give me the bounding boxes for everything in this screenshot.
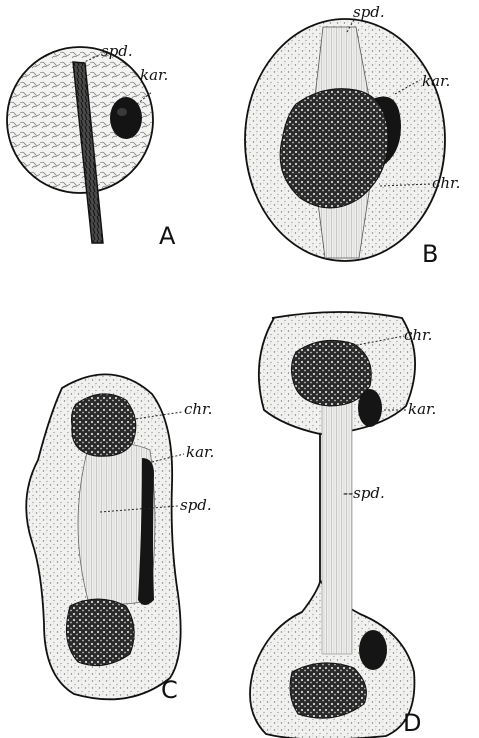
label-kar-b: kar.	[422, 72, 450, 90]
label-spd-a: spd.	[101, 42, 133, 60]
label-chr-c: chr.	[184, 400, 212, 418]
panel-c: chr. kar. spd. C	[26, 374, 214, 704]
label-kar-a: kar.	[140, 66, 168, 84]
label-kar-c: kar.	[186, 443, 214, 461]
panel-letter-b: B	[422, 240, 438, 268]
karyosome-d-bottom	[359, 630, 387, 670]
label-spd-b: spd.	[353, 3, 385, 21]
label-spd-c: spd.	[180, 496, 212, 514]
panel-d: chr. kar. --spd. D	[250, 312, 436, 738]
panel-letter-c: C	[161, 676, 178, 704]
panel-letter-a: A	[159, 222, 176, 250]
spindle-d	[322, 398, 352, 654]
chromatin-d-bottom	[290, 663, 366, 718]
chromatin-d-top	[291, 340, 371, 406]
chromatin-c-top	[72, 394, 136, 456]
label-kar-d: kar.	[408, 400, 436, 418]
label-chr-b: chr.	[432, 174, 460, 192]
panel-b: spd. kar. chr. B	[245, 3, 460, 268]
label-spd-d: --spd.	[343, 484, 385, 502]
panel-a: spd. kar. A	[7, 42, 176, 250]
label-chr-d: chr.	[404, 326, 432, 344]
karyosome-d-top	[358, 389, 382, 427]
chromatin-c-bottom	[66, 599, 134, 666]
panel-letter-d: D	[403, 709, 421, 737]
